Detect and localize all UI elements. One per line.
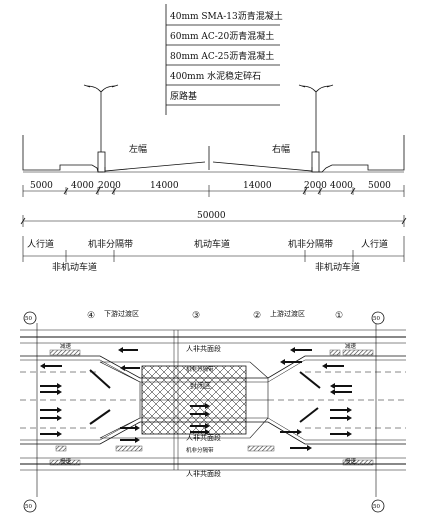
direction-arrow [40, 383, 62, 389]
direction-arrow [280, 359, 302, 365]
layer-4: 400mm 水泥稳定碎石 [170, 70, 261, 82]
direction-arrow [190, 411, 210, 417]
stage-3: ③ [192, 311, 200, 321]
layer-2: 60mm AC-20沥青混凝土 [170, 30, 274, 42]
direction-arrow [330, 407, 352, 413]
direction-arrow [190, 423, 210, 429]
dimension-slashes [20, 187, 407, 225]
dim-sidewalk-right: 5000 [368, 181, 391, 191]
zone-sidewalk-left: 人行道 [27, 238, 54, 250]
direction-arrow [330, 389, 352, 395]
taper-arrow [89, 409, 111, 425]
direction-arrow [120, 365, 140, 371]
sign-blocks [49, 349, 374, 466]
layer-1: 40mm SMA-13沥青混凝土 [170, 10, 283, 22]
direction-arrow [290, 445, 312, 451]
label-divider-top: 机非分隔带 [186, 365, 214, 373]
dim-nonmotor-left: 4000 [71, 181, 94, 191]
dim-total: 50000 [197, 211, 226, 221]
station-mark-top-right: 50 [373, 316, 380, 322]
dim-motor-right: 14000 [243, 181, 272, 191]
label-right-carriageway: 右幅 [272, 143, 290, 155]
label-upstream-transition: 上游过渡区 [270, 309, 305, 318]
dim-sidewalk-left: 5000 [30, 181, 53, 191]
label-closed-zone: 封闭区 [190, 381, 211, 390]
taper-arrow [299, 371, 321, 389]
dim-divider-right: 2000 [304, 181, 327, 191]
layer-3: 80mm AC-25沥青混凝土 [170, 50, 274, 62]
direction-arrow [280, 429, 302, 435]
pavement-layer-table: 40mm SMA-13沥青混凝土 60mm AC-20沥青混凝土 80mm AC… [165, 4, 283, 115]
dim-motor-left: 14000 [150, 181, 179, 191]
stage-2: ② [253, 311, 261, 321]
zone-divider-right: 机非分隔带 [288, 238, 333, 250]
closed-area [99, 361, 269, 439]
sign-slow-bottom-right: 慢速 [345, 457, 357, 465]
zone-nonmotor-right: 非机动车道 [315, 261, 360, 273]
sign-slow-top-left: 减速 [60, 342, 72, 350]
station-mark-bottom-right: 50 [373, 504, 380, 510]
direction-arrow [40, 407, 62, 413]
zone-labels: 人行道 机非分隔带 机动车道 机非分隔带 人行道 非机动车道 非机动车道 [27, 238, 388, 273]
zone-motor: 机动车道 [194, 238, 230, 250]
closed-zone-hatch [141, 365, 247, 435]
label-downstream-transition: 下游过渡区 [104, 309, 139, 318]
direction-arrow [40, 389, 62, 395]
zone-divider-left: 机非分隔带 [88, 238, 133, 250]
cross-section [22, 84, 405, 173]
dim-nonmotor-right: 4000 [330, 181, 353, 191]
direction-arrow [40, 363, 62, 369]
dimension-labels: 5000 4000 2000 14000 14000 2000 4000 500… [30, 181, 391, 221]
direction-arrow [322, 363, 344, 369]
label-shared-section-mid: 人非共面段 [186, 433, 221, 442]
traffic-arrows [40, 347, 352, 451]
direction-arrow [190, 429, 210, 435]
label-shared-section-top: 人非共面段 [186, 344, 221, 353]
zone-sidewalk-right: 人行道 [361, 238, 388, 250]
station-mark-top-left: 50 [25, 316, 32, 322]
direction-arrow [330, 383, 352, 389]
direction-arrow [120, 425, 140, 431]
direction-arrow [118, 347, 138, 353]
plan-labels: ④ 下游过渡区 ③ ② 上游过渡区 ① 人非共面段 机非分隔带 封闭区 人非共面… [60, 309, 357, 478]
stage-1: ① [335, 311, 343, 321]
direction-arrow [190, 403, 210, 409]
station-markers: 50 50 50 50 [23, 311, 385, 513]
dim-divider-left: 2000 [98, 181, 121, 191]
layer-5: 原路基 [170, 90, 197, 102]
direction-arrow [120, 437, 140, 443]
direction-arrow [40, 415, 62, 421]
station-mark-bottom-left: 50 [25, 504, 32, 510]
taper-arrow [299, 407, 319, 423]
label-shared-section-bottom: 人非共面段 [186, 469, 221, 478]
taper-arrow [89, 369, 111, 389]
sign-slow-bottom-left: 慢速 [60, 457, 72, 465]
sign-slow-top-right: 减速 [345, 342, 357, 350]
dimension-lines [22, 185, 405, 262]
label-divider-bottom: 机非分隔带 [186, 446, 214, 454]
direction-arrow [290, 347, 312, 353]
stage-4: ④ [87, 311, 95, 321]
zone-nonmotor-left: 非机动车道 [52, 261, 97, 273]
direction-arrow [330, 415, 352, 421]
direction-arrow [40, 431, 62, 437]
label-left-carriageway: 左幅 [129, 143, 147, 155]
direction-arrow [330, 431, 352, 437]
